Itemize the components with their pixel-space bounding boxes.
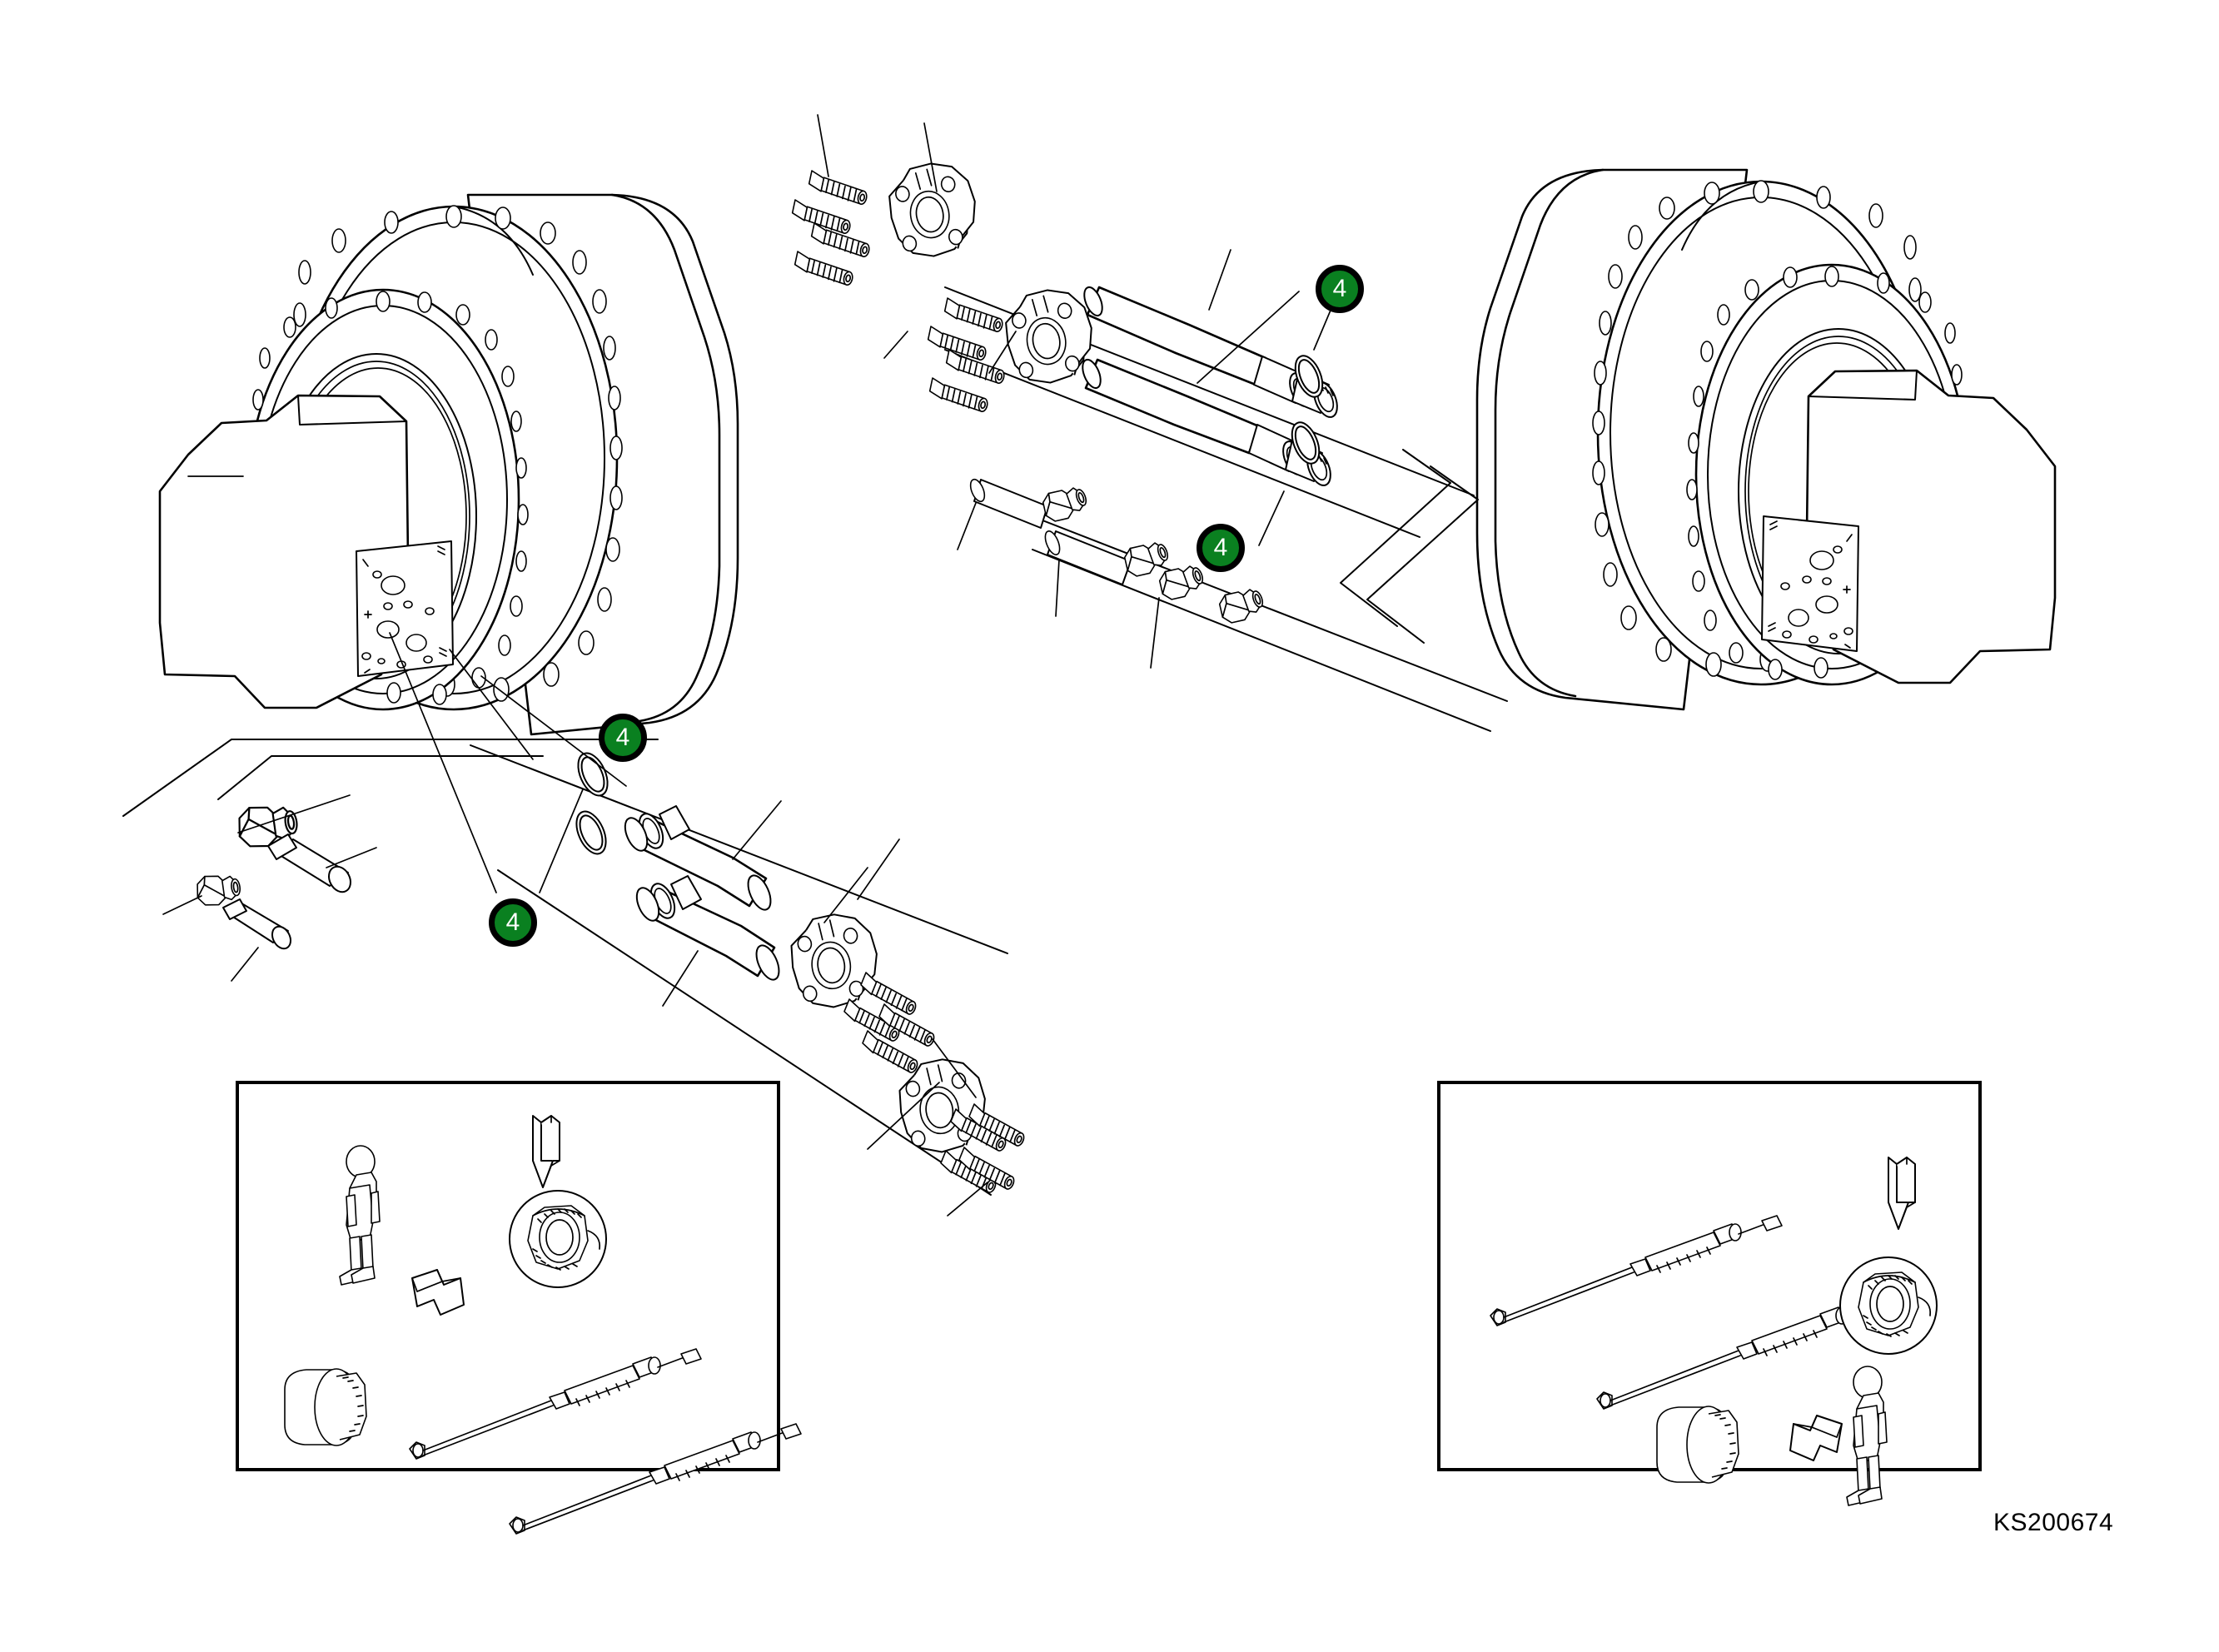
final-drive-side-view [1656, 1406, 1739, 1484]
direction-arrow-diagonal [1789, 1415, 1843, 1461]
final-drive-motor-right [1475, 168, 2057, 711]
hose-assembly [509, 1423, 802, 1535]
upper-hydraulic-hose-group [789, 114, 1475, 538]
lower-hydraulic-hose-group [470, 744, 1030, 1217]
hydraulic-hose [1083, 286, 1338, 418]
direction-arrow-diagonal [411, 1269, 465, 1316]
callout-badge-4[interactable]: 4 [1197, 524, 1245, 572]
o-ring [1291, 421, 1321, 465]
leader-line [162, 794, 377, 982]
operator-figure [339, 1145, 381, 1286]
middle-tube-adapter-group [957, 449, 1508, 732]
split-flange-clamp [785, 908, 884, 1013]
leader-line [957, 490, 1285, 669]
callout-badge-4[interactable]: 4 [1316, 265, 1364, 313]
final-drive-side-view [284, 1368, 367, 1446]
direction-arrow-down [532, 1115, 560, 1188]
figure-code: KS200674 [1993, 1509, 2114, 1536]
final-drive-motor-left [158, 193, 739, 736]
leader-line [187, 475, 627, 893]
hose-assembly [1490, 1215, 1783, 1326]
o-ring [575, 810, 607, 855]
orientation-inset-right [1437, 1081, 1982, 1506]
hydraulic-hose [635, 875, 780, 981]
final-drive-circle-view [509, 1190, 607, 1288]
o-ring [1294, 355, 1324, 398]
final-drive-circle-view [1839, 1256, 1938, 1355]
lower-left-adapter-fittings [122, 739, 659, 982]
orientation-inset-left [236, 1081, 802, 1535]
leader-line [539, 789, 988, 1217]
flange-bolt [942, 297, 1007, 334]
hydraulic-hose [624, 805, 772, 911]
callout-badge-4[interactable]: 4 [489, 898, 537, 947]
hex-adapter [1038, 481, 1092, 526]
flange-bolt [792, 251, 857, 287]
hose-assembly [409, 1348, 702, 1460]
direction-arrow-down [1888, 1157, 1916, 1230]
flange-bolt [806, 170, 871, 206]
operator-figure [1846, 1366, 1888, 1506]
callout-badge-4[interactable]: 4 [599, 714, 647, 762]
flange-bolt [927, 377, 992, 414]
